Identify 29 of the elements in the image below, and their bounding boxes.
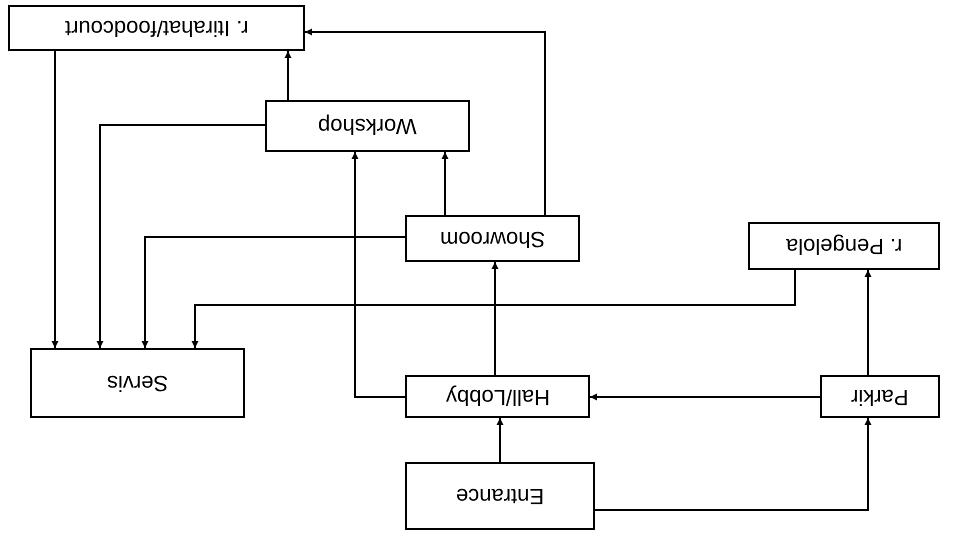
arrow — [352, 152, 405, 398]
room-label: Workshop — [318, 113, 417, 139]
arrow — [142, 236, 405, 348]
room-box — [405, 375, 590, 418]
arrow — [595, 418, 872, 511]
arrow — [284, 51, 292, 100]
room-box — [265, 100, 470, 152]
arrow — [192, 270, 796, 348]
arrow — [496, 418, 504, 462]
room-label: Entrance — [456, 483, 544, 509]
room-box — [405, 462, 595, 530]
room-box — [8, 5, 305, 51]
arrow — [96, 124, 265, 348]
room-box — [30, 348, 245, 418]
room-label: Parkir — [851, 384, 909, 410]
room-label: r. Itirahat/foodcourt — [64, 15, 248, 41]
arrow — [492, 262, 498, 375]
room-box — [748, 222, 940, 270]
arrow — [52, 51, 58, 348]
arrow — [590, 394, 820, 400]
room-label: Showroom — [440, 226, 546, 252]
room-label: Hall/Lobby — [446, 384, 550, 410]
room-box — [820, 375, 940, 418]
room-box — [405, 215, 580, 262]
room-label: r. Pengelola — [786, 233, 902, 259]
arrow — [442, 152, 448, 215]
arrow — [864, 270, 872, 375]
room-label: Servis — [106, 370, 168, 396]
arrow — [305, 28, 546, 215]
